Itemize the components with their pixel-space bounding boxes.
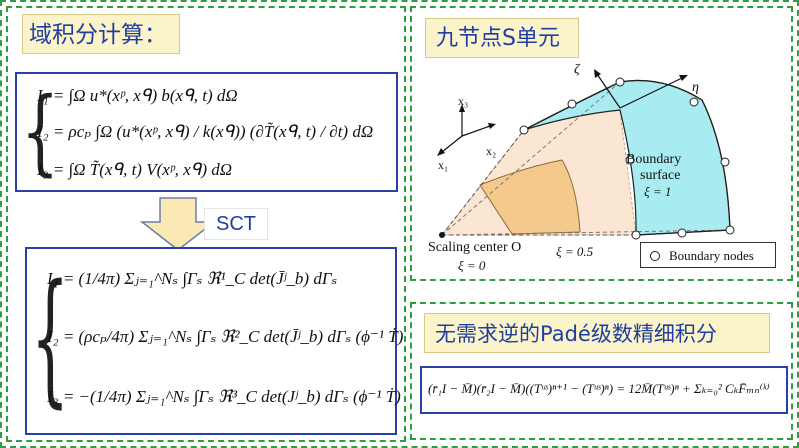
node-5 bbox=[720, 157, 730, 167]
sct-brace: { bbox=[31, 255, 70, 423]
s-element-diagram bbox=[437, 69, 735, 240]
zeta-label: ζ bbox=[574, 62, 580, 77]
left-brace: { bbox=[21, 78, 60, 187]
domain-integral-equations: { I₁ = ∫Ω u*(xᵖ, xᑫ) b(xᑫ, t) dΩ I₂ = ρc… bbox=[15, 72, 398, 192]
down-arrow bbox=[139, 197, 217, 251]
sct-equations: { I₁ = (1/4π) Σⱼ₌₁^Nₛ ∫Γₛ ℜ¹_C det(J̄ʲ_b… bbox=[25, 247, 403, 435]
sct-eq-I2: I₂ = (ρcₚ/4π) Σⱼ₌₁^Nₛ ∫Γₛ ℜ²_C det(J̄ʲ_b… bbox=[47, 327, 404, 346]
scaling-center-label: Scaling center O bbox=[428, 240, 522, 255]
eta-label: η bbox=[692, 80, 699, 95]
xi-one-label: ξ = 1 bbox=[644, 184, 672, 199]
pade-panel bbox=[410, 302, 793, 440]
node-7 bbox=[631, 230, 641, 240]
boundary-surface-label-2: surface bbox=[640, 168, 681, 183]
pade-title: 无需求逆的Padé级数精细积分 bbox=[424, 313, 770, 353]
eq-I2: I₂ = ρcₚ ∫Ω (u*(xᵖ, xᑫ) / k(xᑫ)) (∂T̃(xᑫ… bbox=[37, 122, 374, 141]
axis-x1-label: x₁ bbox=[438, 158, 449, 172]
left-title: 域积分计算： bbox=[22, 14, 180, 54]
node-2 bbox=[567, 99, 577, 109]
node-8 bbox=[677, 228, 687, 238]
axis-x2-label: x₂ bbox=[486, 144, 497, 158]
xi-zero-label: ξ = 0 bbox=[458, 258, 486, 273]
axis-x3-label: x₃ bbox=[458, 94, 469, 108]
boundary-surface-label: Boundary bbox=[626, 152, 682, 167]
scaled-surface bbox=[479, 159, 581, 235]
legend-label: Boundary nodes bbox=[669, 248, 754, 263]
node-1 bbox=[519, 125, 529, 135]
node-3 bbox=[615, 77, 625, 87]
diagram-panel bbox=[410, 6, 793, 281]
sct-eq-I1: I₁ = (1/4π) Σⱼ₌₁^Nₛ ∫Γₛ ℜ¹_C det(J̄ʲ_b) … bbox=[47, 269, 338, 288]
node-4 bbox=[689, 97, 699, 107]
diagram-title: 九节点S单元 bbox=[425, 18, 579, 58]
eq-I3: I₃ = ∫Ω T̃(xᑫ, t) V(xᵖ, xᑫ) dΩ bbox=[37, 160, 233, 179]
left-panel bbox=[6, 6, 406, 442]
node-6 bbox=[725, 225, 735, 235]
eq-I1: I₁ = ∫Ω u*(xᵖ, xᑫ) b(xᑫ, t) dΩ bbox=[37, 86, 238, 105]
sct-eq-I3: I₃ = −(1/4π) Σⱼ₌₁^Nₛ ∫Γₛ ℜ³_C det(Jʲ_b) … bbox=[47, 387, 401, 406]
xi-half-label: ξ = 0.5 bbox=[556, 244, 594, 259]
scaling-center-point bbox=[439, 232, 445, 238]
pade-equation: (r̄₁I − M̄)(r̄₂I − M̄)((Tᵘˢ)ⁿ⁺¹ − (Tᵘˢ)ⁿ… bbox=[428, 381, 770, 396]
pade-equation-box: (r̄₁I − M̄)(r̄₂I − M̄)((Tᵘˢ)ⁿ⁺¹ − (Tᵘˢ)ⁿ… bbox=[420, 366, 788, 414]
sct-label: SCT bbox=[204, 208, 268, 240]
legend-box: Boundary nodes bbox=[640, 242, 776, 268]
node-9 bbox=[625, 155, 635, 165]
